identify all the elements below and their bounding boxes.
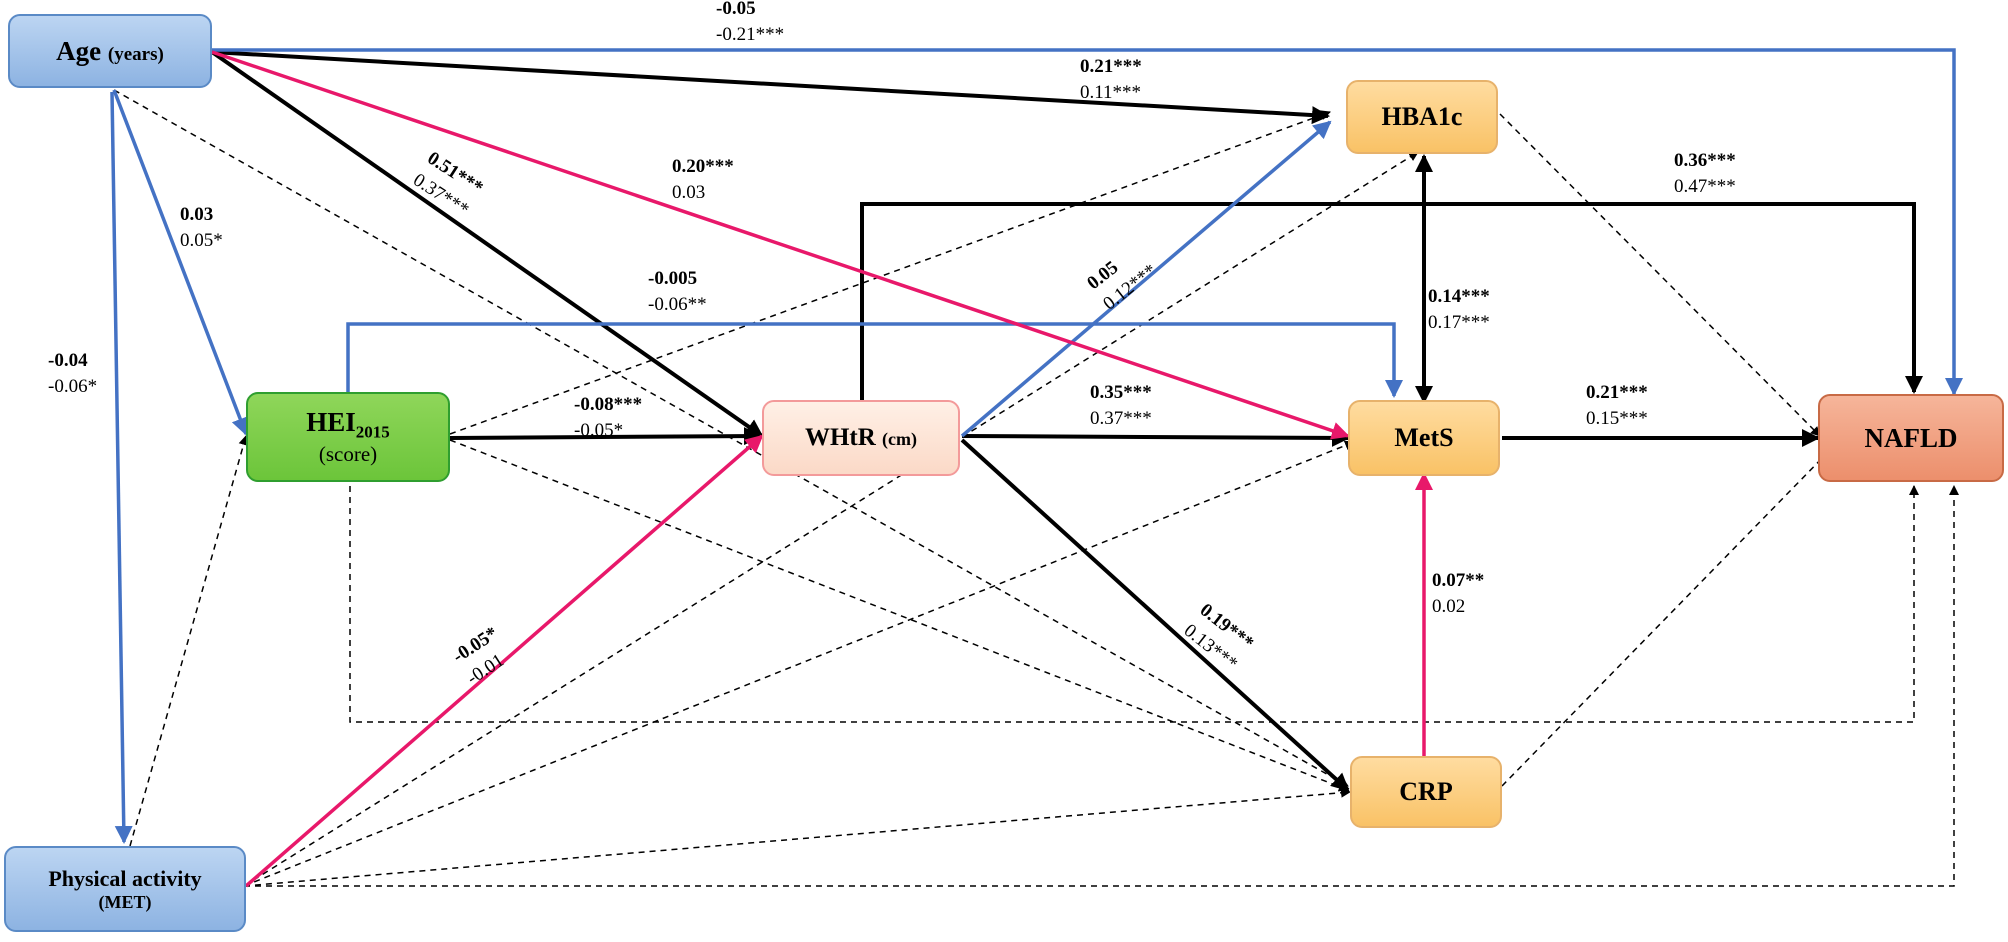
node-physical-activity: Physical activity (MET): [4, 846, 246, 932]
coef-age-hba1c-a: 0.21***: [1080, 56, 1142, 77]
node-pa-unit: (MET): [98, 891, 152, 912]
pink-paths: [211, 50, 1433, 888]
coef-age-pa-a: -0.04: [48, 350, 88, 371]
coef-mets-nafld: 0.21*** 0.15***: [1586, 380, 1648, 432]
blue-paths: [110, 48, 1963, 844]
arrow-whtr-mets: [961, 428, 1350, 447]
dash-pa-mets: [243, 440, 1355, 887]
dash-pa-crp: [243, 787, 1351, 887]
coef-whtr-mets: 0.35*** 0.37***: [1090, 380, 1152, 432]
node-pa-label: Physical activity: [48, 865, 202, 891]
node-whtr-label: WHtR: [804, 424, 876, 451]
arrow-age-hba1c: [211, 50, 1330, 125]
coef-age-hba1c-b: 0.11***: [1080, 82, 1142, 103]
coef-age-hei-b: 0.05*: [180, 230, 223, 251]
coef-crp-mets-b: 0.02: [1432, 596, 1466, 617]
node-mets-label: MetS: [1394, 423, 1454, 452]
coef-age-mets-b: 0.03: [672, 182, 706, 203]
coef-hba1c-mets-b: 0.17***: [1428, 312, 1490, 333]
dash-hei-hba1c: [449, 110, 1331, 435]
coef-whtr-mets-a: 0.35***: [1090, 382, 1152, 403]
coef-hei-mets-a: -0.005: [648, 268, 698, 289]
coef-hei-whtr-a: -0.08***: [574, 394, 643, 415]
dash-pa-hei: [129, 435, 249, 847]
node-crp-label: CRP: [1399, 777, 1453, 806]
node-age-unit: (years): [107, 43, 164, 65]
node-hei-unit: (score): [318, 442, 378, 467]
node-hba1c: HBA1c: [1346, 80, 1498, 154]
node-hei: HEI2015 (score): [246, 392, 450, 482]
coef-age-nafld-a: -0.05: [716, 0, 756, 19]
coef-whtr-mets-b: 0.37***: [1090, 408, 1152, 429]
coef-age-nafld-b: -0.21***: [716, 24, 785, 45]
arrow-whtr-nafld: [860, 202, 1923, 400]
coef-age-hei-a: 0.03: [180, 204, 214, 225]
arrow-whtr-hba1c: [960, 120, 1332, 438]
coef-hei-mets: -0.005 -0.06**: [648, 266, 707, 318]
coef-age-mets: 0.20*** 0.03: [672, 154, 734, 206]
arrow-age-whtr: [210, 50, 764, 438]
node-hba1c-label: HBA1c: [1381, 102, 1463, 131]
node-age-label: Age: [56, 35, 102, 66]
node-nafld-label: NAFLD: [1864, 422, 1958, 453]
coef-mets-nafld-a: 0.21***: [1586, 382, 1648, 403]
dash-crp-nafld: [1501, 447, 1833, 787]
dash-hba1c-nafld: [1499, 113, 1821, 437]
coef-whtr-nafld-a: 0.36***: [1674, 150, 1736, 171]
coef-hei-whtr: -0.08*** -0.05*: [574, 392, 642, 444]
coef-whtr-nafld-b: 0.47***: [1674, 176, 1736, 197]
dash-hei-crp: [449, 439, 1349, 792]
coef-age-hba1c: 0.21*** 0.11***: [1080, 54, 1142, 106]
arrow-hei-whtr: [449, 427, 762, 446]
node-hei-label: HEI: [306, 406, 356, 437]
coef-age-pa: -0.04 -0.06*: [48, 348, 97, 400]
node-age: Age (years): [8, 14, 212, 88]
node-mets: MetS: [1348, 400, 1500, 476]
coef-age-hei: 0.03 0.05*: [180, 202, 223, 254]
node-whtr-unit: (cm): [882, 429, 918, 449]
coef-mets-nafld-b: 0.15***: [1586, 408, 1648, 429]
dash-hei-nafld: [349, 464, 1919, 723]
arrow-age-mets: [211, 50, 1350, 440]
arrow-age-nafld: [212, 48, 1963, 396]
coef-age-pa-b: -0.06*: [48, 376, 98, 397]
coef-crp-mets-a: 0.07**: [1432, 570, 1485, 591]
coef-age-nafld: -0.05 -0.21***: [716, 0, 784, 48]
coef-age-mets-a: 0.20***: [672, 156, 734, 177]
black-paths: [210, 50, 1923, 792]
coef-hei-whtr-b: -0.05*: [574, 420, 624, 441]
dash-pa-nafld: [244, 485, 1959, 887]
coef-hei-mets-b: -0.06**: [648, 294, 707, 315]
arrow-age-pa: [110, 91, 133, 844]
node-hei-sub: 2015: [355, 422, 390, 442]
arrow-age-hei: [112, 89, 249, 436]
node-crp: CRP: [1350, 756, 1502, 828]
coef-hba1c-mets-a: 0.14***: [1428, 286, 1490, 307]
arrow-hei-mets: [346, 322, 1403, 398]
coef-hba1c-mets: 0.14*** 0.17***: [1428, 284, 1490, 336]
coef-crp-mets: 0.07** 0.02: [1432, 568, 1484, 620]
node-nafld: NAFLD: [1818, 394, 2004, 482]
arrow-pa-whtr: [244, 434, 764, 888]
dashed-paths: [113, 89, 1959, 887]
node-whtr: WHtR (cm): [762, 400, 960, 476]
coef-whtr-nafld: 0.36*** 0.47***: [1674, 148, 1736, 200]
arrow-whtr-crp: [960, 438, 1350, 792]
